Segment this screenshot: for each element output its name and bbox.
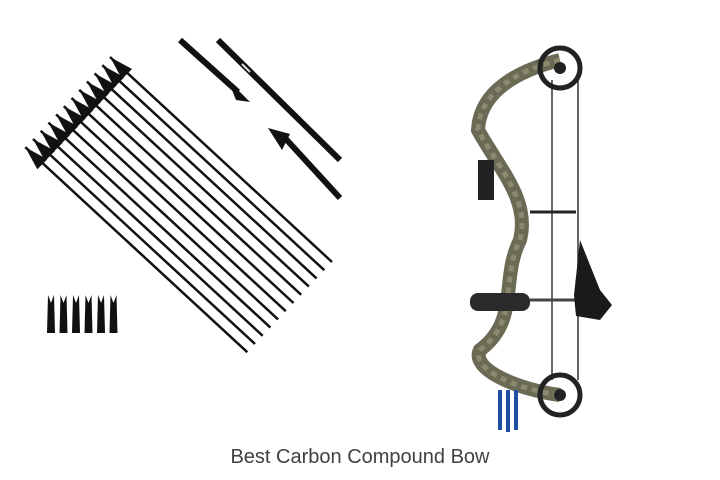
arrow bbox=[32, 138, 256, 345]
nock bbox=[72, 295, 80, 333]
compound-bow bbox=[470, 45, 612, 432]
product-caption: Best Carbon Compound Bow bbox=[230, 446, 490, 468]
arrow bbox=[109, 56, 333, 263]
arrow bbox=[62, 105, 287, 313]
nock bbox=[84, 295, 93, 333]
single-arrow-closeup bbox=[177, 37, 343, 201]
arrow bbox=[55, 113, 279, 321]
product-image bbox=[24, 37, 612, 432]
arrow bbox=[39, 129, 264, 337]
arrow bbox=[93, 72, 318, 280]
arrow bbox=[86, 80, 310, 288]
arrow bbox=[47, 121, 272, 329]
arrow bbox=[78, 88, 303, 296]
arrow bbox=[24, 146, 249, 354]
nock bbox=[47, 295, 55, 333]
arrow bbox=[70, 97, 295, 304]
arrow bbox=[101, 64, 326, 272]
nock bbox=[97, 295, 105, 333]
arrow-nocks bbox=[47, 295, 118, 333]
nock bbox=[59, 295, 68, 333]
carbon-arrows-bundle bbox=[24, 56, 333, 354]
nock bbox=[109, 295, 118, 333]
